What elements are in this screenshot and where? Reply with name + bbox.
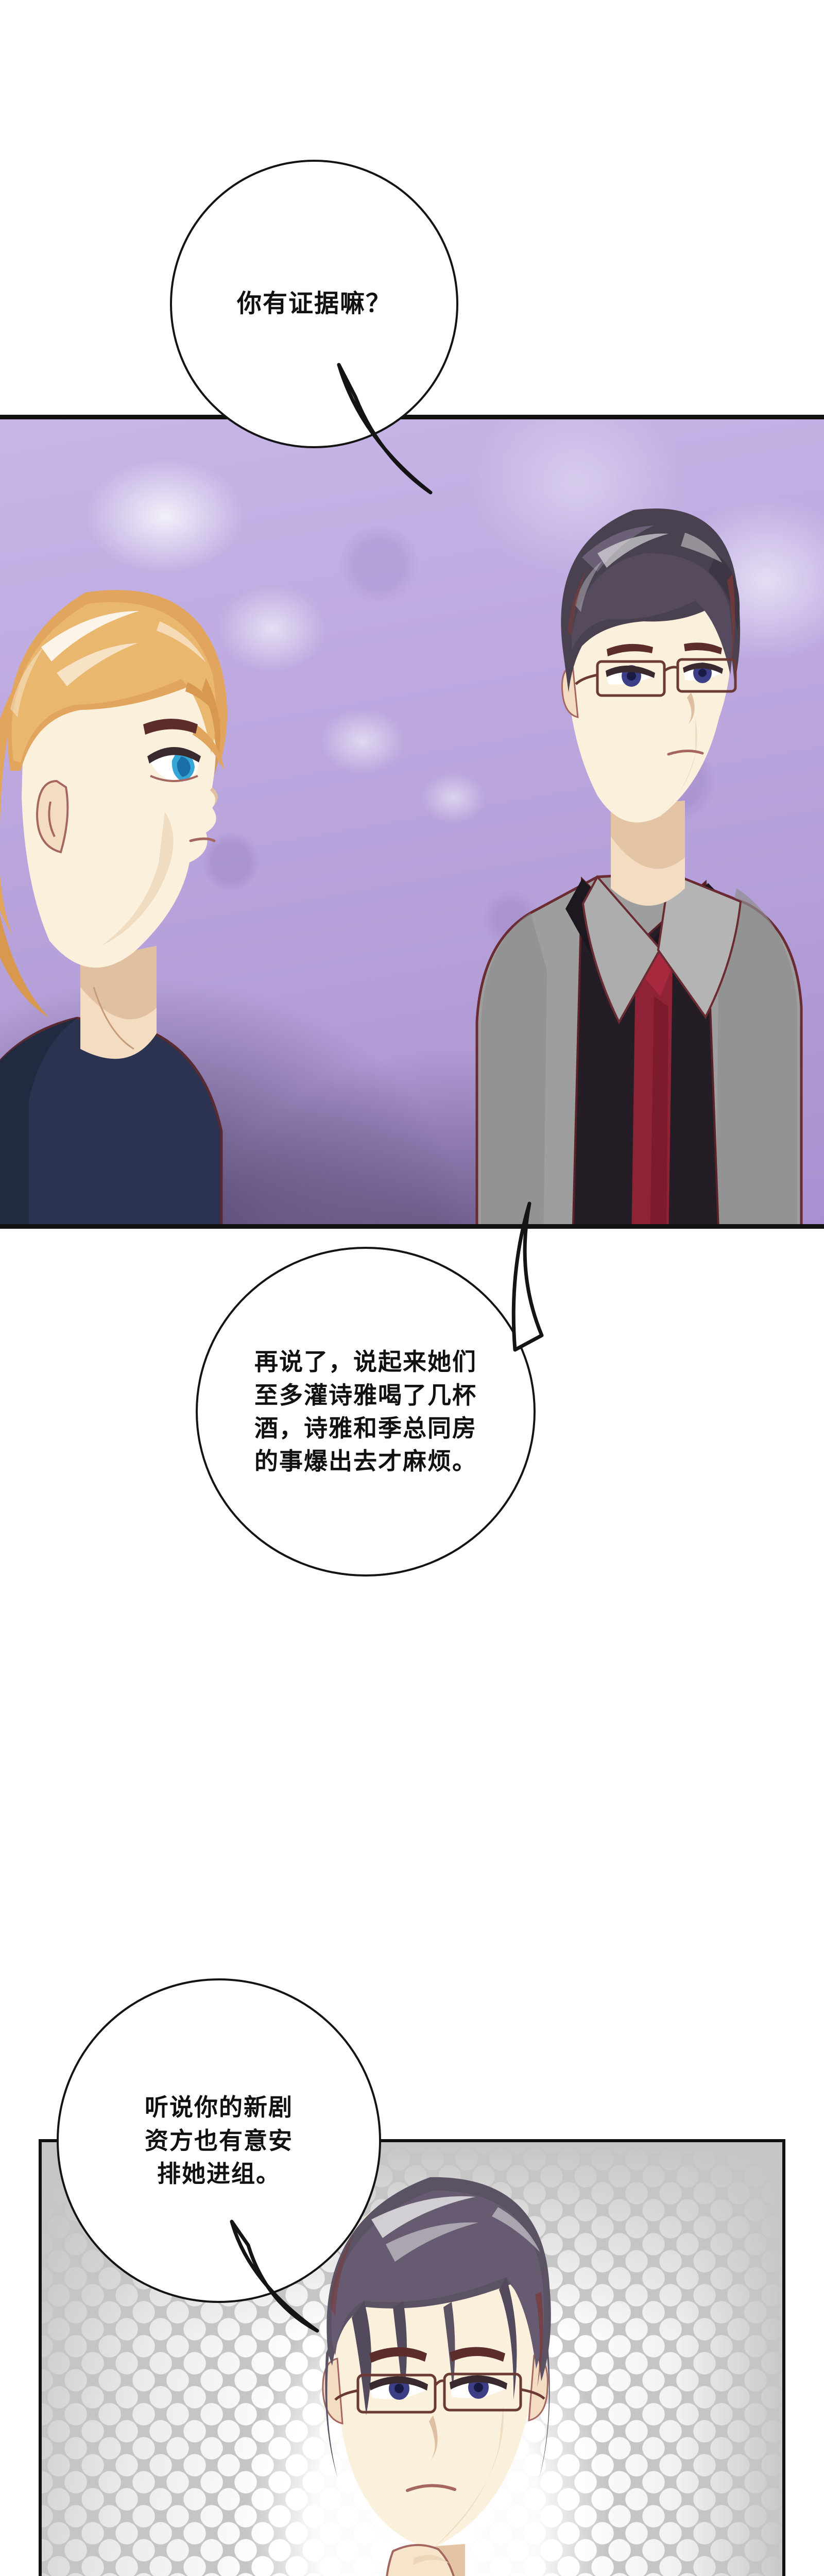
speech-bubble-3: 听说你的新剧 资方也有意安 排她进组。 [57, 1978, 381, 2303]
speech-bubble-1-text: 你有证据嘛？ [236, 290, 391, 318]
character-blond-man-panel-1 [0, 590, 228, 1224]
speech-bubble-3-text: 听说你的新剧 资方也有意安 排她进组。 [145, 2094, 293, 2188]
comic-panel-2 [39, 2139, 785, 2576]
character-glasses-man-panel-1 [475, 508, 803, 1224]
character-glasses-man-panel-2 [322, 2177, 551, 2576]
speech-bubble-2-text: 再说了，说起来她们 至多灌诗雅喝了几杯 酒，诗雅和季总同房 的事爆出去才麻烦。 [254, 1348, 477, 1475]
speech-bubble-2: 再说了，说起来她们 至多灌诗雅喝了几杯 酒，诗雅和季总同房 的事爆出去才麻烦。 [196, 1247, 536, 1577]
speech-bubble-1: 你有证据嘛？ [170, 160, 458, 448]
comic-panel-1: 呃…… [0, 415, 824, 1229]
